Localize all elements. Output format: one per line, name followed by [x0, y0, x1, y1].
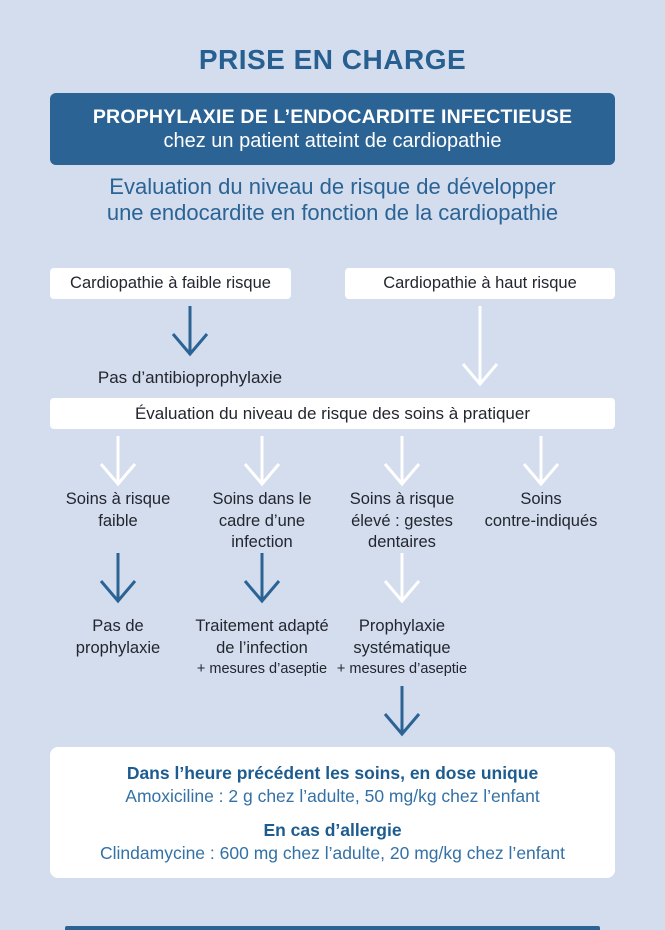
down-arrow-icon — [461, 306, 499, 387]
asepsis-note: + mesures d’aseptie — [196, 661, 328, 677]
dosage-box: Dans l’heure précédent les soins, en dos… — [50, 747, 615, 878]
no-prophylaxis-note: Pas d’antibioprophylaxie — [97, 368, 283, 387]
banner-title: PROPHYLAXIE DE L’ENDOCARDITE INFECTIEUSE — [92, 105, 573, 128]
node-care-risk-evaluation: Évaluation du niveau de risque des soins… — [50, 398, 615, 429]
header-banner: PROPHYLAXIE DE L’ENDOCARDITE INFECTIEUSE… — [50, 93, 615, 165]
down-arrow-icon — [171, 306, 209, 357]
asepsis-note: + mesures d’aseptie — [336, 661, 468, 677]
down-arrow-icon — [383, 436, 421, 487]
outcome-infection-treatment: Traitement adapté de l’infection — [195, 617, 329, 657]
care-type-infection: Soins dans le cadre d’une infection — [212, 490, 312, 551]
down-arrow-icon — [243, 436, 281, 487]
footer-bar — [65, 926, 600, 930]
dosage-amoxicillin: Amoxiciline : 2 g chez l’adulte, 50 mg/k… — [125, 786, 540, 806]
down-arrow-icon — [383, 553, 421, 604]
down-arrow-icon — [99, 436, 137, 487]
care-type-contraindicated: Soins contre-indiqués — [484, 490, 598, 530]
down-arrow-icon — [99, 553, 137, 604]
node-low-risk-cardiopathy: Cardiopathie à faible risque — [50, 268, 291, 299]
outcome-no-prophylaxis: Pas de prophylaxie — [75, 617, 161, 657]
dosage-heading-single-dose: Dans l’heure précédent les soins, en dos… — [126, 763, 539, 783]
outcome-systematic-prophylaxis: Prophylaxie systématique — [353, 617, 451, 657]
page-title: PRISE EN CHARGE — [198, 44, 467, 75]
care-type-high-risk-dental: Soins à risque élevé : gestes dentaires — [349, 490, 455, 551]
down-arrow-icon — [522, 436, 560, 487]
down-arrow-icon — [243, 553, 281, 604]
banner-subtitle: chez un patient atteint de cardiopathie — [163, 129, 502, 152]
node-high-risk-cardiopathy: Cardiopathie à haut risque — [345, 268, 615, 299]
dosage-clindamycin: Clindamycine : 600 mg chez l’adulte, 20 … — [100, 843, 565, 863]
dosage-heading-allergy: En cas d’allergie — [263, 820, 402, 840]
care-type-low-risk: Soins à risque faible — [65, 490, 171, 530]
down-arrow-icon — [383, 686, 421, 737]
intro-text: Evaluation du niveau de risque de dévelo… — [106, 174, 559, 225]
